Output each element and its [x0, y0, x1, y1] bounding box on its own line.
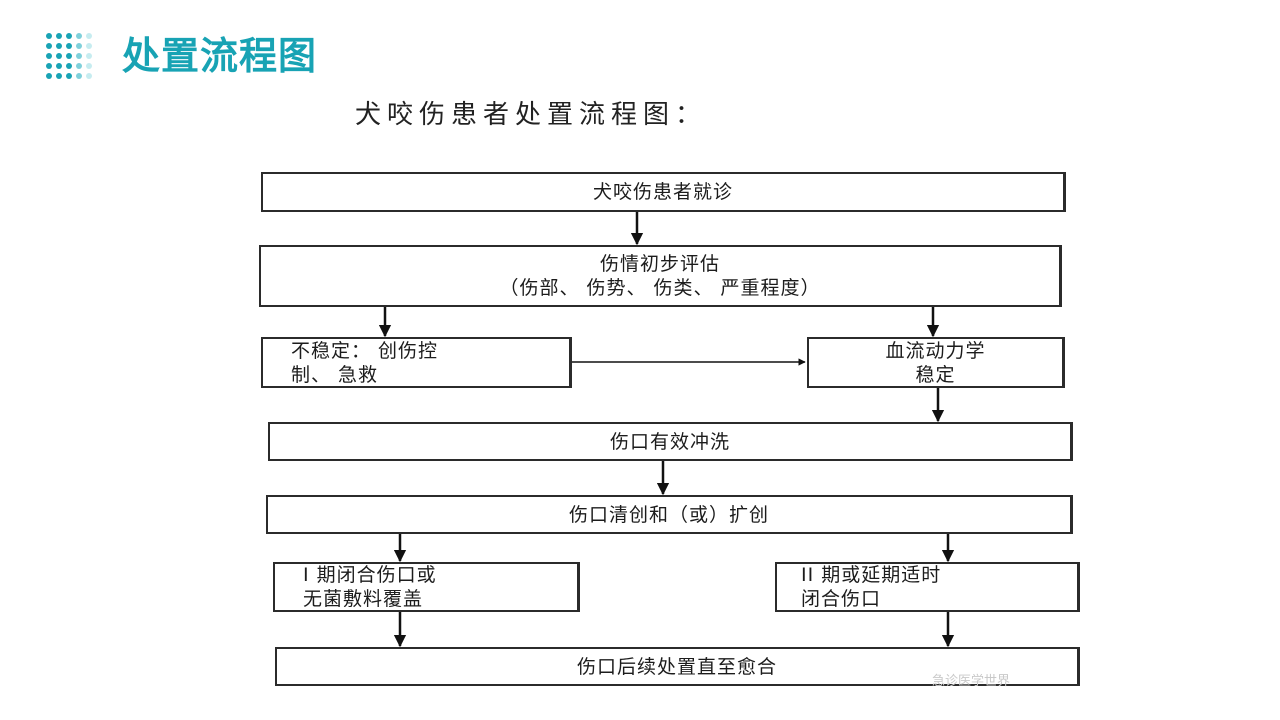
- dot: [66, 63, 72, 69]
- dot: [76, 53, 82, 59]
- dot: [76, 73, 82, 79]
- box-text-line: 伤口有效冲洗: [609, 430, 730, 453]
- box-text-line: 血流动力学: [885, 339, 986, 362]
- box-text-line: 伤情初步评估: [599, 253, 720, 275]
- box-wound-debridement: 伤口清创和（或）扩创: [266, 495, 1073, 534]
- dot: [56, 33, 62, 39]
- box-primary-closure: I 期闭合伤口或无菌敷料覆盖: [273, 562, 580, 612]
- dot: [46, 73, 52, 79]
- slide-title: 处置流程图: [122, 34, 318, 78]
- dot: [76, 43, 82, 49]
- dot: [56, 43, 62, 49]
- box-text-line: 犬咬伤患者就诊: [592, 181, 733, 203]
- dot: [56, 63, 62, 69]
- box-text-line: 制、 急救: [291, 363, 379, 386]
- dot: [56, 73, 62, 79]
- box-text-line: 稳定: [915, 363, 956, 386]
- dot: [56, 53, 62, 59]
- dot: [66, 73, 72, 79]
- box-text-line: （伤部、 伤势、 伤类、 严重程度）: [499, 277, 821, 299]
- dot-grid-icon: [46, 33, 92, 79]
- box-text-line: II 期或延期适时: [801, 564, 942, 586]
- dot: [76, 63, 82, 69]
- dot: [86, 33, 92, 39]
- box-text-line: 伤口后续处置直至愈合: [576, 655, 777, 678]
- box-follow-up-care: 伤口后续处置直至愈合: [275, 647, 1080, 686]
- dot: [46, 53, 52, 59]
- dot: [46, 33, 52, 39]
- box-text-line: 闭合伤口: [801, 588, 882, 610]
- dot: [46, 63, 52, 69]
- dot: [66, 33, 72, 39]
- dot: [86, 53, 92, 59]
- dot: [66, 53, 72, 59]
- watermark-text: 急诊医学世界: [932, 674, 1011, 689]
- diagram-title: 犬咬伤患者处置流程图：: [355, 100, 708, 130]
- box-hemodynamically-stable: 血流动力学稳定: [807, 337, 1065, 388]
- slide-header: 处置流程图: [46, 32, 317, 80]
- box-unstable-emergency: 不稳定： 创伤控制、 急救: [261, 337, 572, 388]
- box-wound-irrigation: 伤口有效冲洗: [268, 422, 1073, 461]
- dot: [86, 63, 92, 69]
- box-patient-visit: 犬咬伤患者就诊: [261, 172, 1066, 212]
- dot: [76, 33, 82, 39]
- dot: [86, 43, 92, 49]
- box-text-line: 不稳定： 创伤控: [291, 339, 439, 362]
- dot: [46, 43, 52, 49]
- box-initial-assessment: 伤情初步评估（伤部、 伤势、 伤类、 严重程度）: [259, 245, 1062, 307]
- box-text-line: 无菌敷料覆盖: [303, 588, 424, 610]
- dot: [86, 73, 92, 79]
- box-text-line: 伤口清创和（或）扩创: [568, 503, 769, 526]
- box-delayed-closure: II 期或延期适时闭合伤口: [775, 562, 1080, 612]
- box-text-line: I 期闭合伤口或: [303, 564, 437, 586]
- dot: [66, 43, 72, 49]
